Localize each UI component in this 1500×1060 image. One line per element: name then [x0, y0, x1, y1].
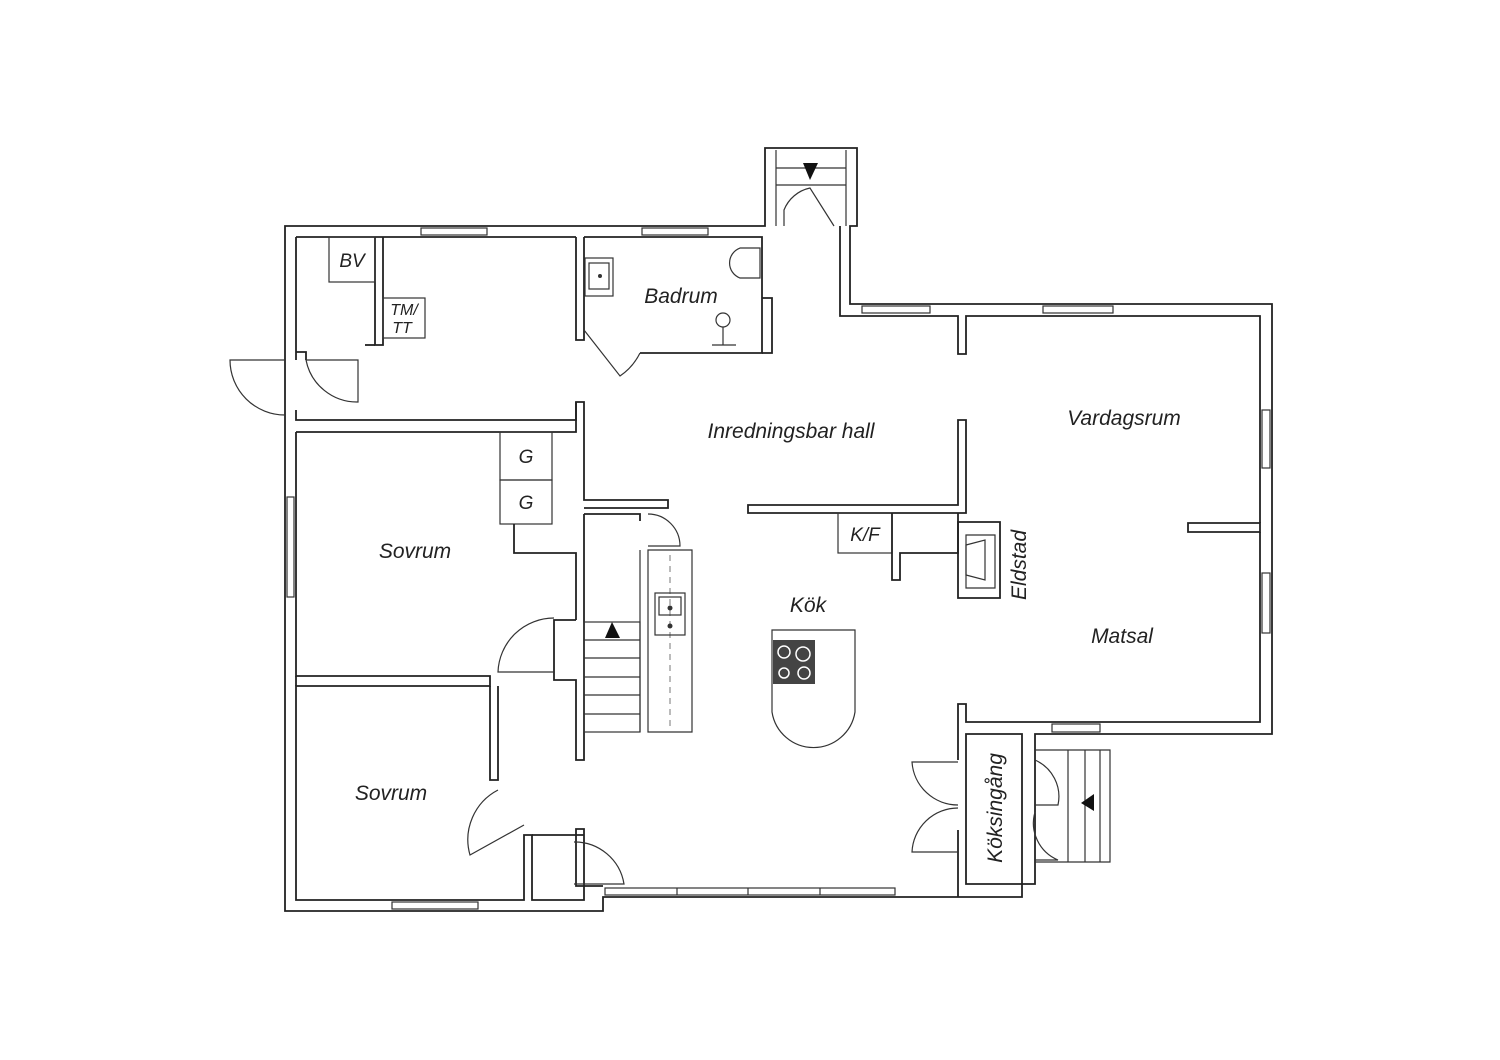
- room-label-matsal: Matsal: [1091, 625, 1154, 648]
- fixture-tt-label: TT: [392, 320, 413, 337]
- arrow-down-icon: [803, 163, 818, 180]
- room-label-hall: Inredningsbar hall: [708, 420, 876, 443]
- kitchen-fixtures: [639, 549, 856, 749]
- stairs: [583, 150, 1111, 863]
- fixture-tm-label: TM/: [390, 302, 419, 319]
- arrow-left-icon: [1081, 794, 1094, 811]
- room-label-sovrum-2: Sovrum: [355, 782, 427, 805]
- room-label-koksingang: Köksingång: [984, 753, 1007, 863]
- fixture-bv-label: BV: [339, 251, 367, 272]
- toilet-icon: [728, 247, 761, 279]
- room-label-kok: Kök: [790, 594, 828, 617]
- interior-walls: [295, 237, 1261, 897]
- fixture-kf-label: K/F: [850, 525, 881, 546]
- room-label-badrum: Badrum: [644, 285, 718, 308]
- room-label-sovrum-1: Sovrum: [379, 540, 451, 563]
- room-label-vardagsrum: Vardagsrum: [1067, 407, 1181, 430]
- fixture-g2-label: G: [519, 493, 534, 514]
- exterior-walls: [284, 147, 1273, 912]
- sink-icon: [654, 592, 686, 636]
- shower-icon: [712, 312, 736, 346]
- doors: [229, 187, 1060, 885]
- room-label-eldstad: Eldstad: [1008, 529, 1031, 600]
- fixture-g1-label: G: [519, 447, 534, 468]
- stove-icon: [773, 640, 815, 684]
- bathroom-fixtures: [584, 247, 761, 346]
- arrow-up-icon: [605, 622, 620, 638]
- washbasin-icon: [584, 257, 614, 297]
- windows: [286, 227, 1271, 910]
